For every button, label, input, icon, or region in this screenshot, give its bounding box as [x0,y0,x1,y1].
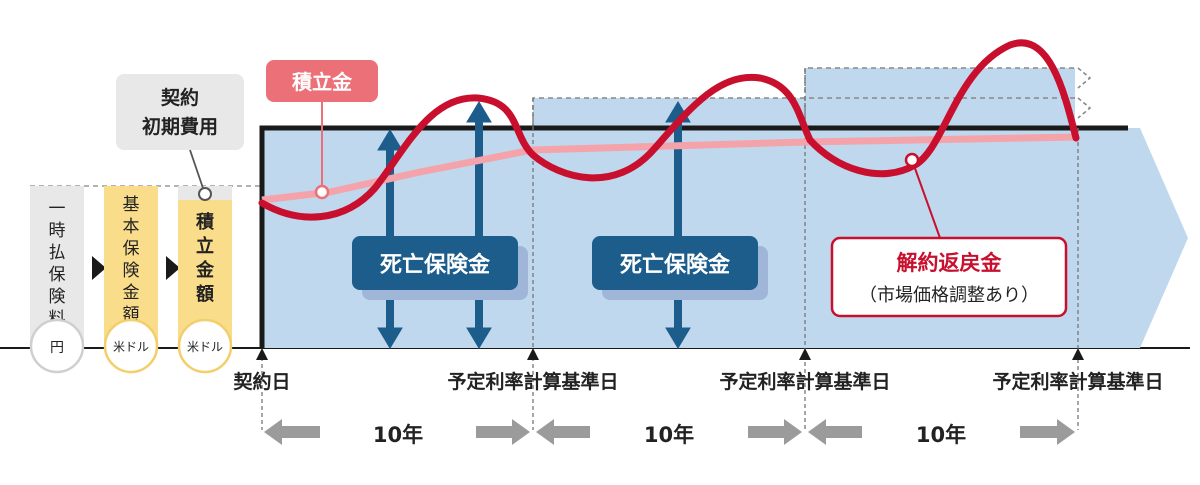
unit-usd-circle-2 [177,318,233,374]
period2-upper-area [533,98,805,128]
surrender-callout-dot [904,152,920,168]
base-date-label-2: 予定利率計算基準日 [719,370,890,393]
svg-text:払: 払 [49,243,66,263]
svg-text:険: 険 [49,287,66,307]
svg-text:時: 時 [49,221,66,241]
period3-continue-chevron [1077,67,1092,89]
premium-column-text: 一 時 払 保 険 料 [49,199,66,329]
svg-text:積: 積 [195,211,215,233]
period-arrows [264,419,1075,445]
initial-cost-label-line2: 初期費用 [142,115,218,138]
base-date-label-3: 予定利率計算基準日 [992,370,1163,393]
basic-amount-column-text: 基 本 保 険 金 額 [123,195,140,325]
svg-text:金: 金 [123,283,140,303]
death-benefit-box-2 [592,236,758,290]
accumulation-callout-box [266,60,378,102]
unit-usd-label-2: 米ドル [187,340,223,354]
period3-dashed-outline [804,67,1078,128]
svg-text:額: 額 [195,283,214,305]
accumulation-callout-label: 積立金 [292,70,353,94]
period-label-1: 10年 [373,423,423,447]
surrender-callout-label: 解約返戻金 [897,251,1003,275]
unit-yen-circle [29,318,85,374]
period-label-2: 10年 [644,423,694,447]
surrender-callout-box [830,236,1068,318]
svg-text:基: 基 [123,195,140,215]
flow-arrow-2 [166,256,180,280]
period-label-3: 10年 [916,423,966,447]
date-markers [256,348,1084,360]
unit-usd-circle-1 [103,318,159,374]
svg-text:金: 金 [195,259,215,281]
svg-text:保: 保 [123,239,140,259]
surrender-callout-leader [911,159,941,239]
surrender-value-curve [258,39,1080,221]
svg-text:立: 立 [196,235,214,257]
basic-amount-outline [259,125,1128,348]
contract-date-label: 契約日 [232,370,290,393]
accumulation-callout-dot [314,184,330,200]
death-benefit-label-1: 死亡保険金 [380,252,491,278]
unit-yen-label: 円 [50,340,64,356]
death-benefit-label-2: 死亡保険金 [620,252,731,278]
svg-text:保: 保 [49,265,66,285]
surrender-callout-note: （市場価格調整あり） [859,285,1039,306]
initial-cost-leader [189,149,206,195]
death-benefit-box-1 [352,236,518,290]
accumulated-amount-column-text: 積 立 金 額 [195,211,215,305]
svg-text:一: 一 [49,199,66,219]
base-date-label-1: 予定利率計算基準日 [447,370,618,393]
initial-cost-callout-box [116,74,244,150]
period2-continue-chevron [1077,97,1092,119]
svg-text:本: 本 [123,217,140,237]
unit-usd-label-1: 米ドル [113,340,149,354]
initial-cost-dot [198,187,212,201]
initial-cost-label-line1: 契約 [160,86,199,109]
svg-text:険: 険 [123,261,140,281]
flow-arrow-1 [92,256,106,280]
